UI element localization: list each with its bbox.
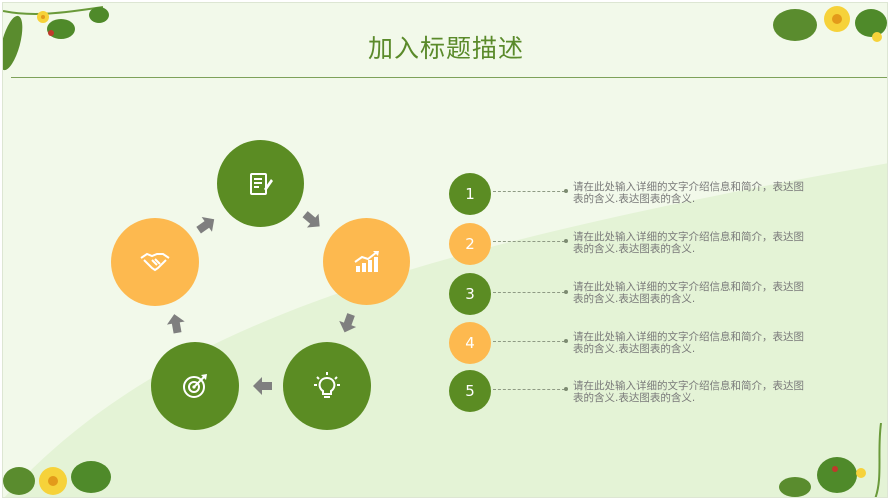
top-left-flower-decoration bbox=[3, 6, 109, 71]
lightbulb-icon bbox=[314, 372, 340, 398]
target-icon bbox=[183, 374, 207, 398]
list-dot-5 bbox=[564, 387, 568, 391]
list-connector-2 bbox=[493, 241, 565, 242]
list-number-5: 5 bbox=[449, 370, 491, 412]
list-text-2: 请在此处输入详细的文字介绍信息和简介，表达图表的含义.表达图表的含义. bbox=[573, 231, 804, 255]
cycle-arrow-5-to-1 bbox=[196, 217, 215, 234]
list-connector-4 bbox=[493, 341, 565, 342]
handshake-icon bbox=[140, 252, 170, 272]
cycle-step-5 bbox=[111, 218, 199, 306]
list-dot-1 bbox=[564, 189, 568, 193]
list-number-3: 3 bbox=[449, 273, 491, 315]
page-title: 加入标题描述 bbox=[367, 34, 524, 63]
bottom-left-flower-decoration bbox=[3, 461, 111, 495]
cycle-step-3 bbox=[283, 342, 371, 430]
cycle-arrow-1-to-2 bbox=[302, 211, 320, 228]
list-text-3: 请在此处输入详细的文字介绍信息和简介，表达图表的含义.表达图表的含义. bbox=[573, 281, 804, 305]
notepad-pen-icon bbox=[249, 172, 273, 195]
list-dot-2 bbox=[564, 239, 568, 243]
list-dot-4 bbox=[564, 339, 568, 343]
cycle-arrow-3-to-4 bbox=[253, 377, 272, 395]
list-text-5: 请在此处输入详细的文字介绍信息和简介，表达图表的含义.表达图表的含义. bbox=[573, 380, 804, 404]
cycle-arrow-4-to-5 bbox=[166, 314, 185, 334]
list-number-1: 1 bbox=[449, 173, 491, 215]
top-right-flower-decoration bbox=[773, 6, 887, 42]
cycle-step-4 bbox=[151, 342, 239, 430]
list-dot-3 bbox=[564, 290, 568, 294]
bottom-right-flower-decoration bbox=[779, 423, 882, 497]
list-connector-5 bbox=[493, 389, 565, 390]
chart-growth-icon bbox=[353, 250, 379, 272]
title-divider bbox=[11, 77, 887, 78]
list-text-1: 请在此处输入详细的文字介绍信息和简介，表达图表的含义.表达图表的含义. bbox=[573, 181, 804, 205]
cycle-arrow-2-to-3 bbox=[339, 313, 357, 333]
cycle-step-2 bbox=[323, 218, 410, 305]
list-number-4: 4 bbox=[449, 322, 491, 364]
cycle-step-1 bbox=[217, 140, 304, 227]
list-connector-3 bbox=[493, 292, 565, 293]
list-number-2: 2 bbox=[449, 223, 491, 265]
list-text-4: 请在此处输入详细的文字介绍信息和简介，表达图表的含义.表达图表的含义. bbox=[573, 331, 804, 355]
list-connector-1 bbox=[493, 191, 565, 192]
